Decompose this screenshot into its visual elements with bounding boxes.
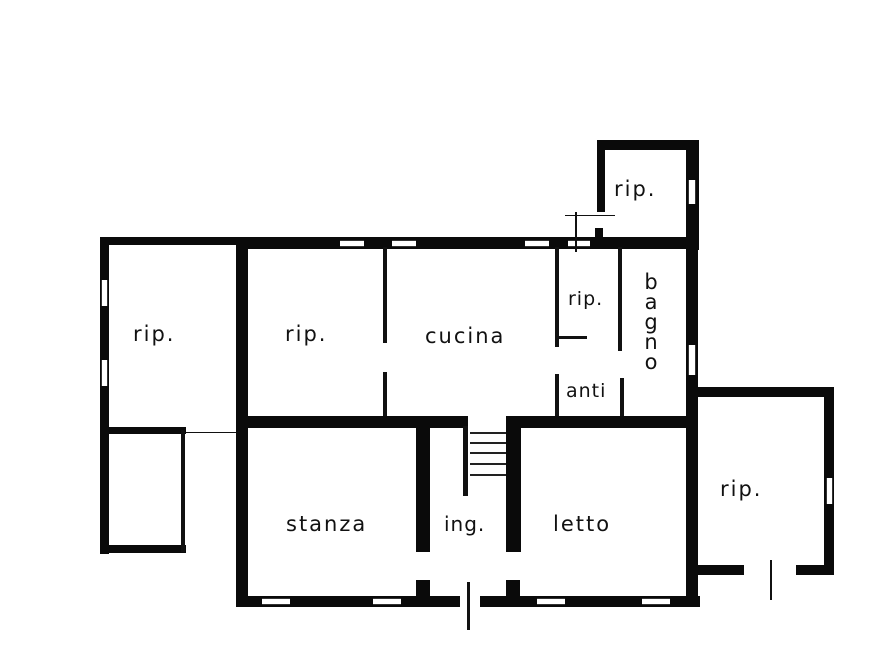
wall: [620, 378, 624, 418]
window: [688, 345, 696, 375]
room-label-rip-center: rip.: [285, 322, 328, 346]
wall: [555, 374, 559, 418]
wall: [186, 432, 236, 433]
window: [101, 280, 108, 306]
window: [373, 598, 401, 605]
wall: [480, 596, 700, 607]
door: [575, 212, 577, 252]
wall: [506, 416, 688, 428]
stair-step: [470, 474, 506, 476]
wall: [100, 237, 240, 245]
wall: [506, 426, 521, 552]
room-label-ingresso: ing.: [444, 512, 486, 536]
wall: [555, 247, 559, 347]
room-label-letto: letto: [553, 512, 612, 536]
wall: [236, 416, 468, 428]
wall: [236, 596, 460, 607]
wall: [416, 580, 430, 600]
wall: [618, 247, 622, 351]
wall: [181, 430, 185, 552]
window: [826, 478, 833, 504]
stair-step: [470, 442, 506, 444]
entrance-door: [467, 582, 470, 630]
wall: [463, 426, 468, 496]
room-label-anti: anti: [566, 380, 607, 402]
wall: [100, 545, 186, 553]
window: [642, 598, 670, 605]
window: [262, 598, 290, 605]
door: [565, 215, 615, 216]
wall: [383, 372, 387, 418]
window: [568, 240, 590, 247]
window: [537, 598, 565, 605]
wall: [597, 140, 605, 212]
wall: [796, 565, 834, 575]
wall: [686, 237, 698, 607]
room-label-rip-north: rip.: [614, 177, 657, 201]
window: [340, 240, 364, 247]
room-label-rip-small: rip.: [568, 288, 604, 310]
stair-step: [470, 432, 506, 434]
window: [525, 240, 549, 247]
wall: [595, 228, 603, 242]
room-label-rip-east: rip.: [720, 477, 763, 501]
window: [688, 180, 696, 204]
room-label-cucina: cucina: [425, 324, 506, 348]
wall: [559, 336, 587, 339]
wall: [100, 427, 186, 434]
wall: [100, 237, 109, 554]
stair-step: [470, 463, 506, 465]
wall: [698, 565, 744, 575]
wall: [597, 140, 699, 150]
wall: [416, 426, 430, 552]
room-label-stanza: stanza: [286, 512, 368, 536]
wall: [698, 387, 834, 397]
window: [101, 360, 108, 386]
wall: [383, 247, 387, 343]
stair-step: [470, 452, 506, 454]
room-label-bagno: bagno: [644, 270, 658, 374]
room-label-rip-west: rip.: [133, 322, 176, 346]
window: [392, 240, 416, 247]
wall: [506, 580, 520, 600]
door: [770, 560, 772, 600]
